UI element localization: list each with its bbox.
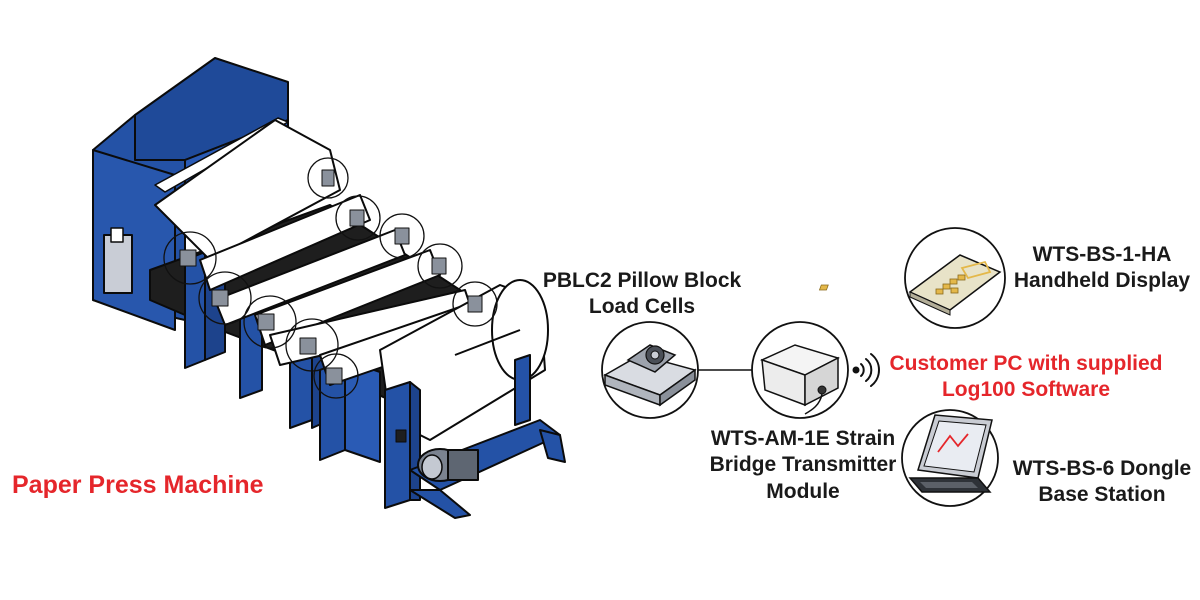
paper-press-machine-illustration — [92, 57, 566, 519]
dongle-label-line2: Base Station — [1038, 483, 1166, 507]
paper-press-machine-label: Paper Press Machine — [12, 470, 264, 501]
wireless-signal-icon — [852, 353, 880, 387]
pblc2-load-cells-label: PBLC2 Pillow Block Load Cells — [540, 268, 744, 321]
dongle-base-station-label: WTS-BS-6 Dongle Base Station — [1002, 456, 1200, 509]
handheld-label-line2: Handheld Display — [1013, 269, 1191, 293]
handheld-display-label: WTS-BS-1-HA Handheld Display — [1004, 242, 1200, 295]
wts-am-label-line1: WTS-AM-1E Strain — [710, 427, 896, 450]
pc-label-line1: Customer PC with supplied — [889, 352, 1163, 375]
pblc-label-line2: Load Cells — [588, 295, 696, 319]
pblc-label-line1: PBLC2 Pillow Block — [542, 269, 742, 292]
strain-bridge-transmitter-module-icon — [751, 321, 849, 419]
handheld-label-line1: WTS-BS-1-HA — [1032, 243, 1172, 266]
wts-am-transmitter-label: WTS-AM-1E Strain Bridge Transmitter Modu… — [696, 426, 910, 505]
customer-pc-label: Customer PC with supplied Log100 Softwar… — [876, 351, 1176, 404]
laptop-dongle-icon — [901, 409, 999, 507]
dongle-label-line1: WTS-BS-6 Dongle — [1012, 457, 1192, 480]
pc-label-line2: Log100 Software — [941, 378, 1111, 402]
wts-am-label-line3: Module — [766, 479, 840, 503]
wts-am-label-line2: Bridge Transmitter — [709, 453, 897, 477]
machine-label-text: Paper Press Machine — [12, 471, 264, 499]
handheld-display-icon — [818, 227, 1006, 329]
pillow-block-load-cell-icon — [601, 321, 699, 419]
